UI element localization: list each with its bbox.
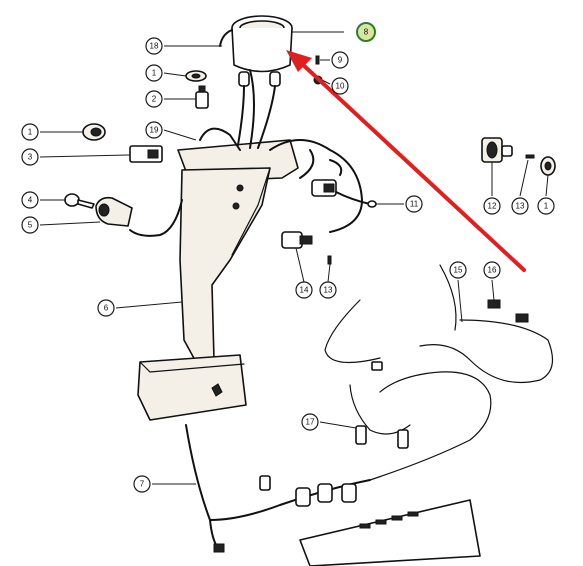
callout-7: 7 <box>133 475 151 493</box>
svg-text:1: 1 <box>152 69 157 78</box>
svg-text:19: 19 <box>150 126 159 135</box>
callout-15: 15 <box>449 261 467 279</box>
ignition-key-part-4 <box>64 193 95 209</box>
connector-part-16 <box>487 299 529 323</box>
svg-text:1: 1 <box>28 128 33 137</box>
svg-text:15: 15 <box>454 266 463 275</box>
console-column <box>137 139 299 421</box>
svg-text:4: 4 <box>28 196 33 205</box>
connector-part-14 <box>281 231 313 249</box>
svg-text:13: 13 <box>324 286 333 295</box>
callout-17: 17 <box>301 413 319 431</box>
ignition-switch-part-5 <box>95 196 133 227</box>
fuse-connectors <box>213 475 357 553</box>
connector-part-17 <box>355 361 409 449</box>
grommet-part-1-left <box>82 123 106 141</box>
grommet-part-1-right <box>540 156 556 176</box>
callout-9: 9 <box>331 51 349 69</box>
callout-5: 5 <box>21 216 39 234</box>
callout-12: 12 <box>483 197 501 215</box>
connector-part-11 <box>311 179 377 208</box>
svg-text:3: 3 <box>28 153 33 162</box>
pin-part-13-center <box>327 255 332 265</box>
callout-11: 11 <box>405 195 423 213</box>
callout-4: 4 <box>21 191 39 209</box>
pin-part-13-right <box>525 154 535 159</box>
callout-13-right: 13 <box>511 197 529 215</box>
svg-text:10: 10 <box>336 82 345 91</box>
lamp-socket-part-2 <box>195 85 209 109</box>
svg-text:7: 7 <box>140 480 145 489</box>
svg-text:8: 8 <box>364 28 369 37</box>
grommet-part-1-upper <box>185 70 207 82</box>
highlight-arrow <box>286 50 526 272</box>
callout-13-center: 13 <box>319 281 337 299</box>
leader-lines <box>39 31 549 485</box>
switch-part-3 <box>129 145 163 163</box>
callout-19: 19 <box>145 121 163 139</box>
pin-part-9 <box>315 55 320 65</box>
gauge <box>219 15 293 73</box>
svg-text:9: 9 <box>338 56 343 65</box>
svg-text:2: 2 <box>152 95 157 104</box>
callout-3: 3 <box>21 148 39 166</box>
fuse-panel <box>299 499 481 566</box>
svg-text:12: 12 <box>488 202 497 211</box>
svg-text:6: 6 <box>104 304 109 313</box>
callout-2: 2 <box>145 90 163 108</box>
svg-text:11: 11 <box>410 200 419 209</box>
svg-text:17: 17 <box>306 418 315 427</box>
svg-text:14: 14 <box>300 286 309 295</box>
callout-1-upper: 1 <box>145 64 163 82</box>
svg-text:16: 16 <box>488 266 497 275</box>
svg-text:5: 5 <box>28 221 33 230</box>
callout-1-right: 1 <box>537 197 555 215</box>
callout-16: 16 <box>483 261 501 279</box>
callout-10: 10 <box>331 77 349 95</box>
callouts: 18 8 9 10 1 2 1 19 <box>21 22 555 493</box>
svg-text:1: 1 <box>544 202 549 211</box>
svg-text:18: 18 <box>150 42 159 51</box>
gauge-bulbs <box>237 69 281 149</box>
callout-1-left: 1 <box>21 123 39 141</box>
callout-8: 8 <box>356 22 376 42</box>
warning-lamp-part-12 <box>481 137 513 163</box>
callout-14: 14 <box>295 281 313 299</box>
callout-6: 6 <box>97 299 115 317</box>
callout-18: 18 <box>145 37 163 55</box>
svg-text:13: 13 <box>516 202 525 211</box>
